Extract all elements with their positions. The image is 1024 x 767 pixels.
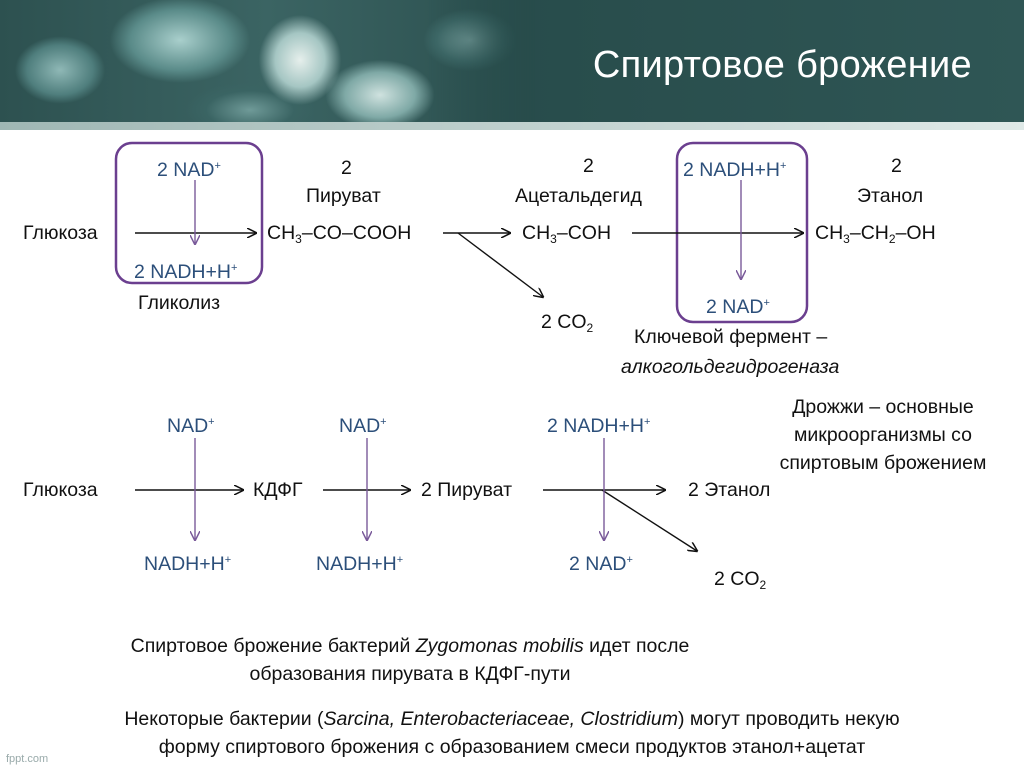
co2-label-2: 2 CO2 bbox=[714, 568, 767, 592]
nadh-input-1: 2 NADH+H+ bbox=[683, 159, 787, 181]
ethanol-formula: CH3–CH2–OH bbox=[815, 222, 936, 246]
header-stripe bbox=[0, 122, 1024, 130]
acetaldehyde-formula: CH3–COH bbox=[522, 222, 612, 246]
ethanol-count: 2 bbox=[891, 155, 902, 177]
page-title: Спиртовое брожение bbox=[592, 44, 972, 86]
glucose-label-1: Глюкоза bbox=[23, 222, 98, 244]
enzyme-label: Ключевой фермент – bbox=[634, 326, 828, 348]
acetaldehyde-count: 2 bbox=[583, 155, 594, 177]
pyruvate-label-2: 2 Пируват bbox=[421, 479, 513, 501]
acetaldehyde-label: Ацетальдегид bbox=[515, 185, 642, 207]
nad-output-1: 2 NAD+ bbox=[706, 296, 770, 318]
arrow-pyruvate-co2-2 bbox=[601, 489, 697, 551]
nad-input-2a: NAD+ bbox=[167, 415, 215, 437]
nad-output-2c: 2 NAD+ bbox=[569, 553, 633, 575]
watermark: fppt.com bbox=[6, 753, 49, 765]
co2-label-1: 2 CO2 bbox=[541, 311, 594, 335]
pyruvate-formula: CH3–CO–COOH bbox=[267, 222, 412, 246]
pyruvate-count: 2 bbox=[341, 157, 352, 179]
glycolysis-box bbox=[114, 141, 264, 285]
nad-input-2b: NAD+ bbox=[339, 415, 387, 437]
arrow-pyruvate-co2 bbox=[457, 232, 543, 297]
nadh-output-2a: NADH+H+ bbox=[144, 553, 232, 575]
kdpg-label: КДФГ bbox=[253, 479, 303, 501]
enzyme-name: алкогольдегидрогеназа bbox=[621, 356, 840, 378]
yeast-note: Дрожжи – основные микроорганизмы со спир… bbox=[779, 396, 987, 474]
bacteria-photo bbox=[0, 0, 535, 122]
nad-input-1: 2 NAD+ bbox=[157, 159, 221, 181]
header-banner: Спиртовое брожение bbox=[0, 0, 1024, 130]
pyruvate-label: Пируват bbox=[306, 185, 381, 207]
nadh-input-2c: 2 NADH+H+ bbox=[547, 415, 651, 437]
ethanol-label: Этанол bbox=[857, 185, 924, 207]
nadh-output-2b: NADH+H+ bbox=[316, 553, 404, 575]
ethanol-label-2: 2 Этанол bbox=[688, 479, 771, 501]
zygomonas-note: Спиртовое брожение бактерий Zygomonas mo… bbox=[130, 635, 690, 685]
glycolysis-label: Гликолиз bbox=[138, 292, 221, 314]
nadh-output-1: 2 NADH+H+ bbox=[134, 261, 238, 283]
other-bacteria-note: Некоторые бактерии (Sarcina, Enterobacte… bbox=[124, 708, 900, 758]
glucose-label-2: Глюкоза bbox=[23, 479, 98, 501]
